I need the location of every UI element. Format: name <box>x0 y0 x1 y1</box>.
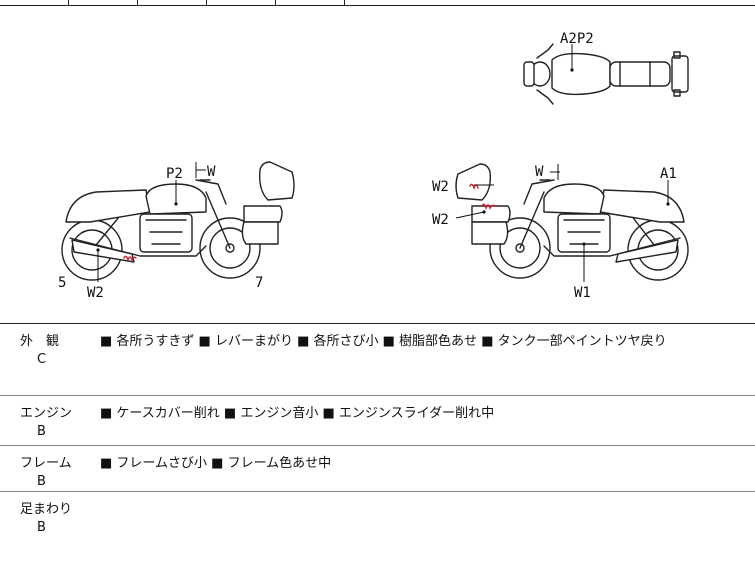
label-left-w2: W2 <box>87 285 104 301</box>
label-left-p2: P2 <box>166 166 183 182</box>
label-left-5: 5 <box>58 275 66 291</box>
grade-label: B <box>37 424 46 439</box>
label-right-w2-b: W2 <box>432 212 449 228</box>
label-right-w2-a: W2 <box>432 179 449 195</box>
damage-diagram: A2P2 <box>0 6 755 324</box>
category-label: エンジン <box>20 406 73 421</box>
label-right-a1: A1 <box>660 166 677 182</box>
label-top-a2p2: A2P2 <box>560 31 594 47</box>
label-right-w1: W1 <box>574 285 591 301</box>
grade-label: B <box>37 520 46 535</box>
condition-notes: ■ 各所うすきず ■ レバーまがり ■ 各所さび小 ■ 樹脂部色あせ ■ タンク… <box>100 334 667 349</box>
condition-row-frame: フレーム B ■ フレームさび小 ■ フレーム色あせ中 <box>0 446 755 492</box>
category-label: フレーム <box>20 456 72 471</box>
grade-label: B <box>37 474 46 489</box>
condition-row-suspension: 足まわり B <box>0 492 755 561</box>
label-left-7: 7 <box>255 275 263 291</box>
label-left-w: W <box>207 164 216 180</box>
table-top-strip <box>0 0 755 6</box>
category-label: 外 観 <box>20 334 60 349</box>
condition-notes: ■ ケースカバー削れ ■ エンジン音小 ■ エンジンスライダー削れ中 <box>100 406 495 421</box>
motorcycle-diagram-svg: A2P2 <box>58 31 689 301</box>
label-right-w: W <box>535 164 544 180</box>
condition-notes: ■ フレームさび小 ■ フレーム色あせ中 <box>100 456 332 471</box>
top-view-motorcycle: A2P2 <box>523 31 689 105</box>
left-side-motorcycle: P2 W 5 W2 7 <box>58 161 295 301</box>
category-label: 足まわり <box>20 502 73 517</box>
right-side-motorcycle: W2 W2 W A1 W1 <box>432 163 689 301</box>
condition-row-engine: エンジン B ■ ケースカバー削れ ■ エンジン音小 ■ エンジンスライダー削れ… <box>0 396 755 446</box>
condition-row-exterior: 外 観 C ■ 各所うすきず ■ レバーまがり ■ 各所さび小 ■ 樹脂部色あせ… <box>0 324 755 396</box>
grade-label: C <box>37 352 47 367</box>
